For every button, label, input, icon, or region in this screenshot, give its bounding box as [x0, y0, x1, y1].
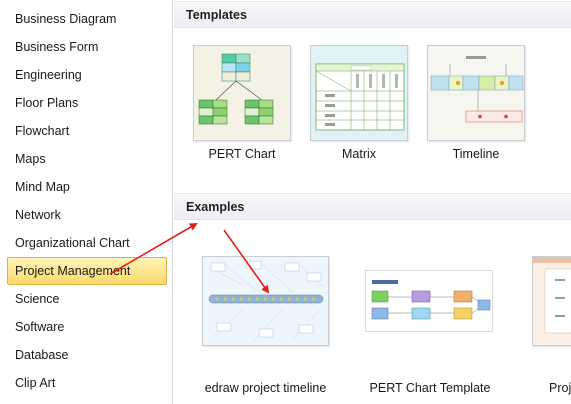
- sidebar-item-project-management[interactable]: Project Management: [7, 257, 167, 285]
- templates-title: Templates: [186, 8, 247, 22]
- edraw-project-timeline-example-thumbnail[interactable]: [202, 256, 329, 346]
- sidebar-item-business-form[interactable]: Business Form: [15, 40, 99, 54]
- pert-chart-preview-image: [194, 46, 290, 140]
- project-example-preview-image: [533, 257, 571, 345]
- matrix-preview-image: [311, 46, 407, 140]
- examples-title: Examples: [186, 200, 245, 214]
- timeline-preview-image: [428, 46, 524, 140]
- sidebar-item-network[interactable]: Network: [15, 208, 61, 222]
- sidebar-item-flowchart[interactable]: Flowchart: [15, 124, 70, 138]
- templates-section-header: Templates: [174, 1, 571, 28]
- pert-chart-template-thumbnail[interactable]: [193, 45, 291, 141]
- category-sidebar: Business Diagram Business Form Engineeri…: [0, 0, 173, 404]
- sidebar-item-database[interactable]: Database: [15, 348, 69, 362]
- sidebar-item-science[interactable]: Science: [15, 292, 60, 306]
- pert-chart-template-example-thumbnail[interactable]: [365, 270, 493, 332]
- sidebar-item-clip-art[interactable]: Clip Art: [15, 376, 56, 390]
- sidebar-item-business-diagram[interactable]: Business Diagram: [15, 12, 117, 26]
- pert-chart-template-label[interactable]: PERT Chart: [208, 147, 276, 161]
- matrix-template-thumbnail[interactable]: [310, 45, 408, 141]
- timeline-template-thumbnail[interactable]: [427, 45, 525, 141]
- sidebar-item-organizational-chart[interactable]: Organizational Chart: [15, 236, 130, 250]
- sidebar-item-maps[interactable]: Maps: [15, 152, 46, 166]
- matrix-template-label[interactable]: Matrix: [341, 147, 377, 161]
- edraw-project-timeline-preview-image: [203, 257, 328, 345]
- sidebar-item-software[interactable]: Software: [15, 320, 65, 334]
- timeline-template-label[interactable]: Timeline: [452, 147, 500, 161]
- project-example-thumbnail[interactable]: [532, 256, 571, 346]
- project-example-label[interactable]: Proj: [549, 381, 571, 395]
- sidebar-item-mind-map[interactable]: Mind Map: [15, 180, 70, 194]
- edraw-project-timeline-label[interactable]: edraw project timeline: [204, 381, 327, 395]
- sidebar-item-floor-plans[interactable]: Floor Plans: [15, 96, 79, 110]
- sidebar-item-engineering[interactable]: Engineering: [15, 68, 82, 82]
- pert-chart-template-example-label[interactable]: PERT Chart Template: [369, 381, 491, 395]
- pert-chart-example-preview-image: [366, 271, 492, 331]
- examples-section-header: Examples: [174, 193, 571, 220]
